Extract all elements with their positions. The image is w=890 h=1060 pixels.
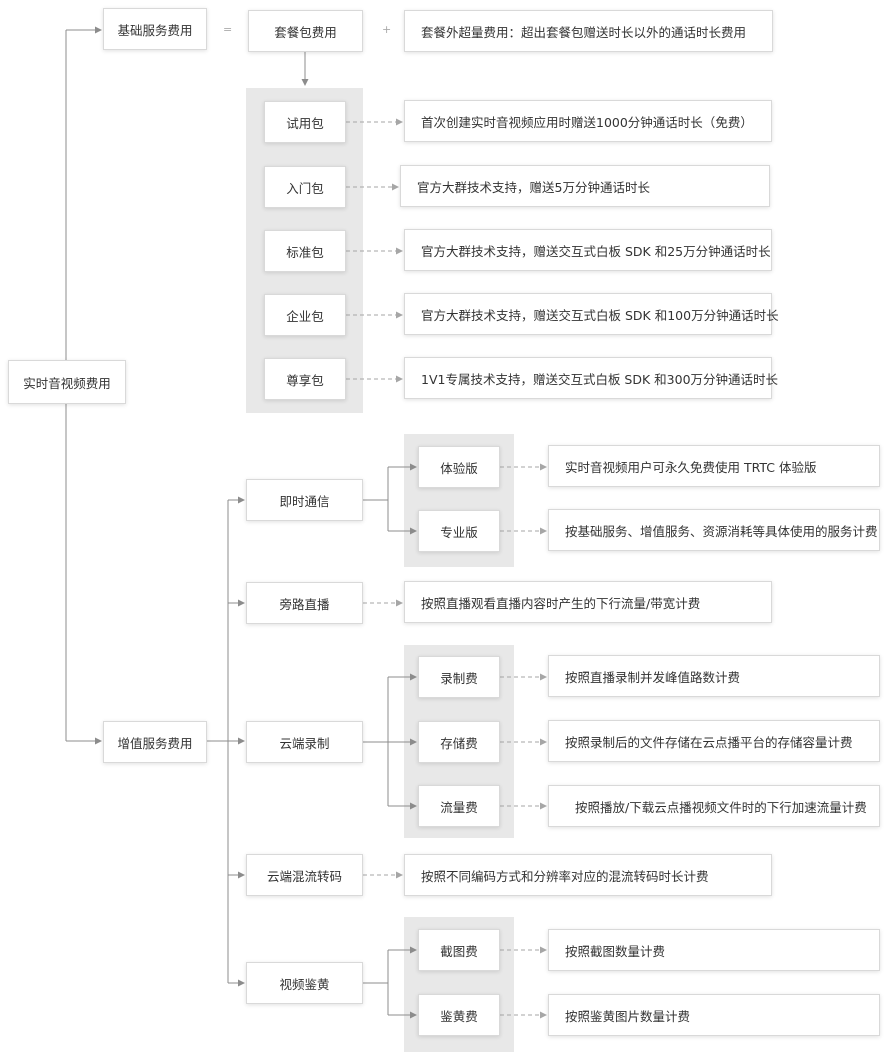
im-pro-desc: 按基础服务、增值服务、资源消耗等具体使用的服务计费 <box>548 509 880 551</box>
value-added-node: 增值服务费用 <box>103 721 207 763</box>
package-desc-enterprise: 官方大群技术支持，赠送交互式白板 SDK 和100万分钟通话时长 <box>404 293 779 335</box>
porn-fee-desc: 按照鉴黄图片数量计费 <box>548 994 880 1036</box>
package-desc-standard: 官方大群技术支持，赠送交互式白板 SDK 和25万分钟通话时长 <box>404 229 772 271</box>
package-node-enterprise: 企业包 <box>264 294 346 336</box>
package-fee-node: 套餐包费用 <box>248 10 363 52</box>
package-desc-trial: 首次创建实时音视频应用时赠送1000分钟通话时长（免费） <box>404 100 772 142</box>
base-service-node: 基础服务费用 <box>103 8 207 50</box>
relay-desc: 按照直播观看直播内容时产生的下行流量/带宽计费 <box>404 581 772 623</box>
record-node: 云端录制 <box>246 721 363 763</box>
package-node-trial: 试用包 <box>264 101 346 143</box>
storage-fee-desc: 按照录制后的文件存储在云点播平台的存储容量计费 <box>548 720 880 762</box>
package-desc-premium: 1V1专属技术支持，赠送交互式白板 SDK 和300万分钟通话时长 <box>404 357 778 399</box>
relay-node: 旁路直播 <box>246 582 363 624</box>
im-pro-node: 专业版 <box>418 510 500 552</box>
storage-fee-node: 存储费 <box>418 721 500 763</box>
traffic-fee-node: 流量费 <box>418 785 500 827</box>
package-node-standard: 标准包 <box>264 230 346 272</box>
equals-sign: = <box>223 23 233 36</box>
screenshot-fee-node: 截图费 <box>418 929 500 971</box>
record-fee-desc: 按照直播录制并发峰值路数计费 <box>548 655 880 697</box>
porn-fee-node: 鉴黄费 <box>418 994 500 1036</box>
screenshot-fee-desc: 按照截图数量计费 <box>548 929 880 971</box>
record-fee-node: 录制费 <box>418 656 500 698</box>
mix-node: 云端混流转码 <box>246 854 363 896</box>
package-node-entry: 入门包 <box>264 166 346 208</box>
traffic-fee-desc: 按照播放/下载云点播视频文件时的下行加速流量计费 <box>548 785 880 827</box>
im-node: 即时通信 <box>246 479 363 521</box>
root-node: 实时音视频费用 <box>8 360 126 404</box>
package-node-premium: 尊享包 <box>264 358 346 400</box>
package-desc-entry: 官方大群技术支持，赠送5万分钟通话时长 <box>400 165 770 207</box>
plus-sign: + <box>382 23 392 36</box>
porn-node: 视频鉴黄 <box>246 962 363 1004</box>
im-trial-desc: 实时音视频用户可永久免费使用 TRTC 体验版 <box>548 445 880 487</box>
overage-fee-node: 套餐外超量费用：超出套餐包赠送时长以外的通话时长费用 <box>404 10 773 52</box>
im-trial-node: 体验版 <box>418 446 500 488</box>
mix-desc: 按照不同编码方式和分辨率对应的混流转码时长计费 <box>404 854 772 896</box>
